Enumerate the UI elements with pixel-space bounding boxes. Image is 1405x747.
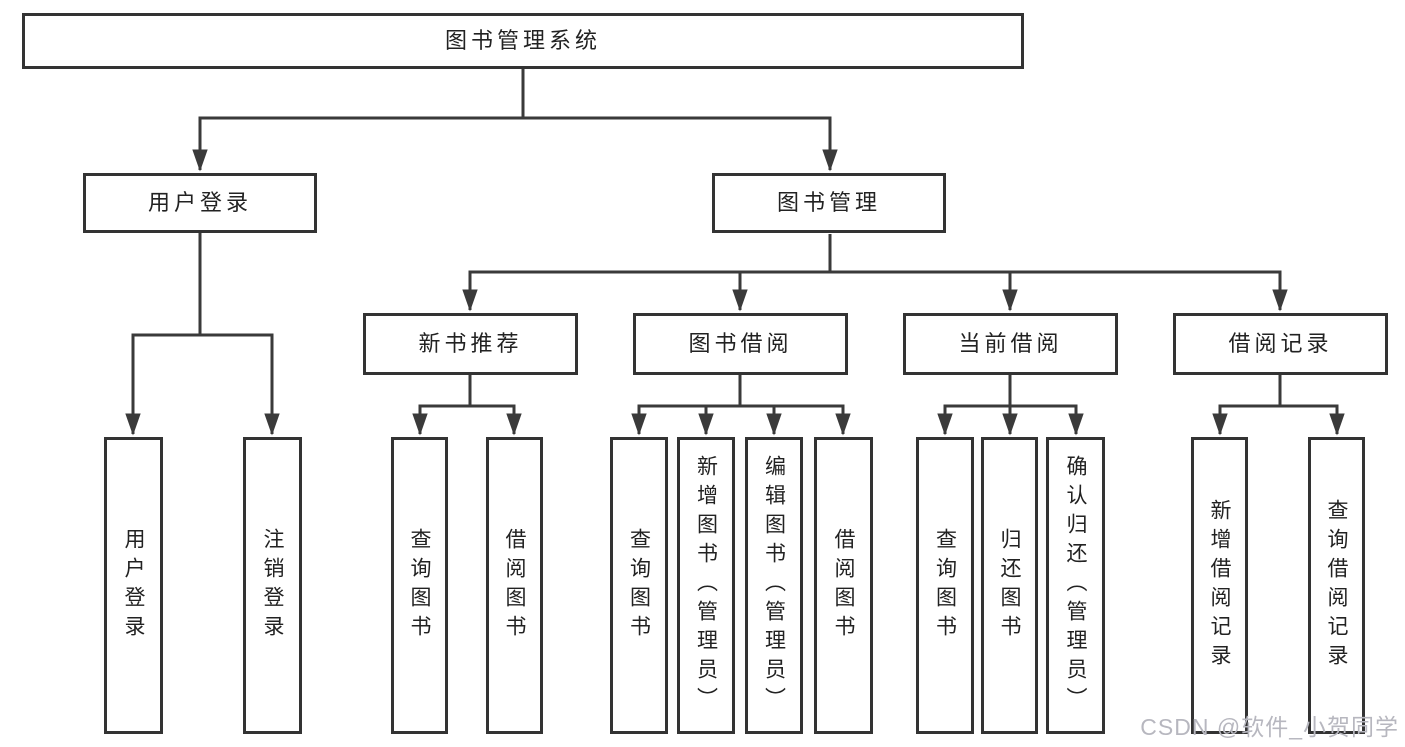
connector-login-to-logout-leaf [200,333,280,436]
connector-records-to-add-record [1212,375,1282,436]
leaf-node-confirm-return-admin: 确认归还（管理员） [1046,437,1105,734]
leaf-node-borrow-books-2: 借阅图书 [814,437,873,734]
module-node-new-book-recommend: 新书推荐 [363,313,578,375]
leaf-node-return-book: 归还图书 [981,437,1038,734]
module-node-borrow-records: 借阅记录 [1173,313,1388,375]
root-node-library-system: 图书管理系统 [22,13,1024,69]
connector-newbooks-to-query [412,375,472,436]
connector-current-to-query [937,375,1012,436]
connector-mgmt-to-new-books [462,234,832,312]
leaf-node-logout: 注销登录 [243,437,302,734]
module-node-book-borrowing: 图书借阅 [633,313,848,375]
module-node-current-borrowing: 当前借阅 [903,313,1118,375]
branch-node-user-login: 用户登录 [83,173,317,233]
connector-newbooks-to-borrow [470,404,522,436]
leaf-node-edit-book-admin: 编辑图书（管理员） [745,437,803,734]
connector-borrow-to-borrow-book [740,404,851,436]
leaf-node-user-login: 用户登录 [104,437,163,734]
leaf-node-borrow-books-1: 借阅图书 [486,437,543,734]
connector-mgmt-to-borrow-records [830,270,1288,312]
connector-current-to-confirm-return [1010,404,1084,436]
connector-root-to-user-login [192,69,525,172]
connector-login-to-user-login-leaf [125,233,202,436]
leaf-node-add-book-admin: 新增图书（管理员） [677,437,735,734]
leaf-node-query-books-2: 查询图书 [610,437,668,734]
connector-borrow-to-query [631,375,742,436]
branch-node-book-management: 图书管理 [712,173,946,233]
connector-root-to-book-mgmt [523,116,838,172]
leaf-node-query-books-1: 查询图书 [391,437,448,734]
leaf-node-query-borrow-record: 查询借阅记录 [1308,437,1365,734]
leaf-node-query-books-3: 查询图书 [916,437,974,734]
connector-records-to-query-record [1280,404,1345,436]
leaf-node-add-borrow-record: 新增借阅记录 [1191,437,1248,734]
